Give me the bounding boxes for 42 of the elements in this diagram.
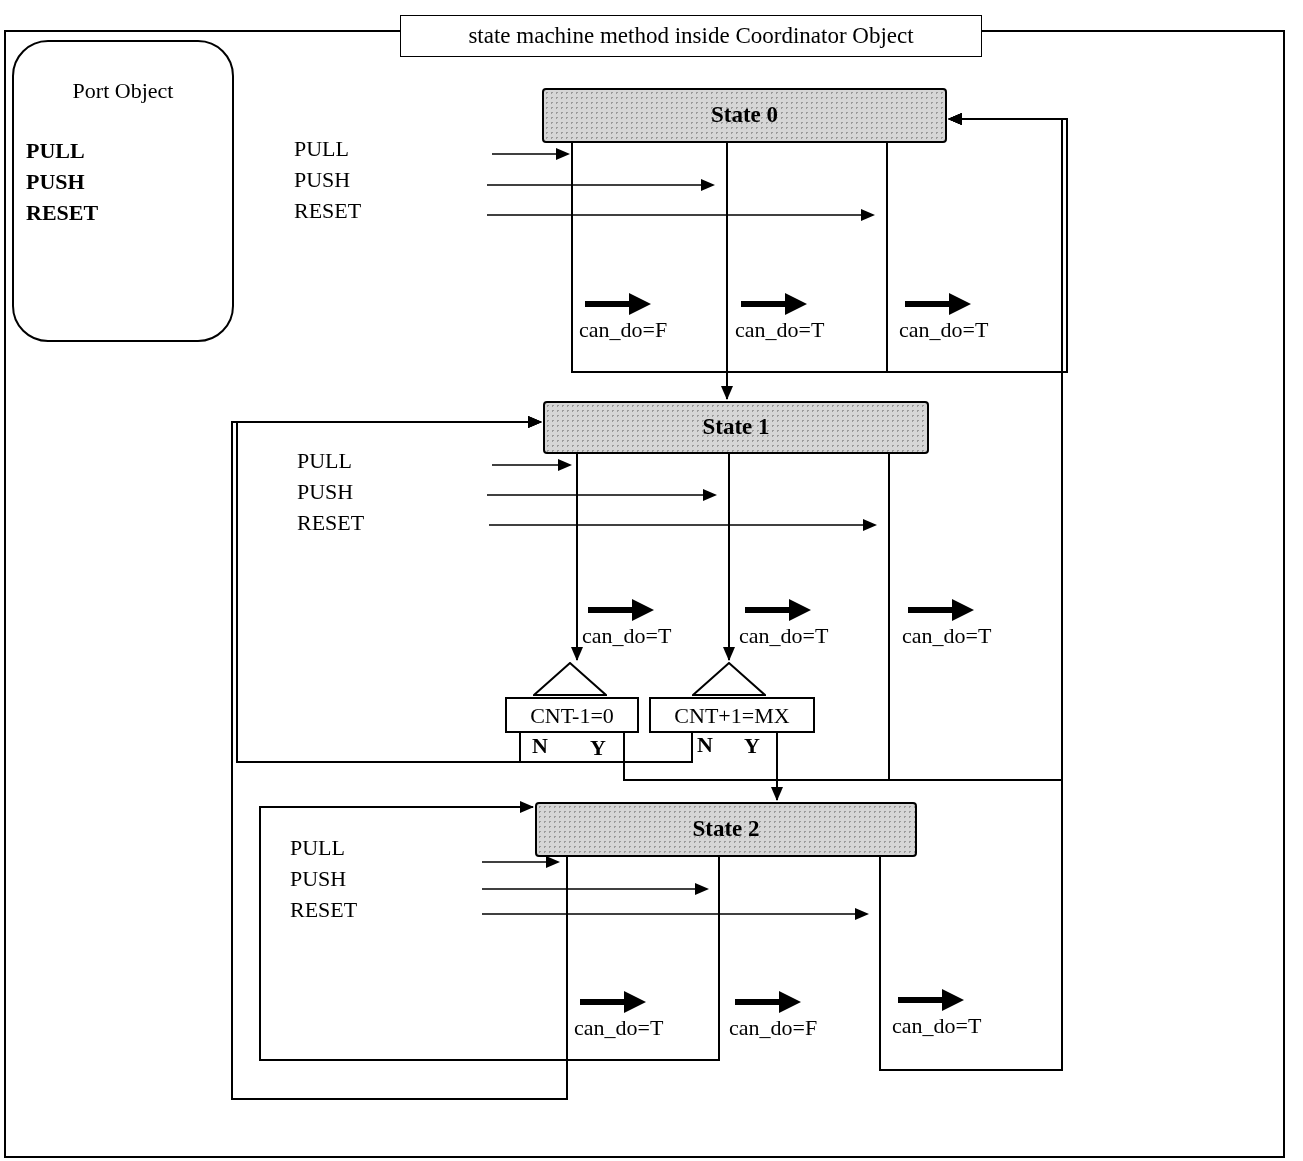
event-name: RESET bbox=[294, 198, 362, 223]
state-box: State 2 bbox=[535, 802, 917, 857]
edge-label: Y bbox=[590, 735, 606, 760]
connector-arrow bbox=[259, 801, 720, 1061]
event-name: PUSH bbox=[294, 167, 351, 192]
edge-label: can_do=T bbox=[892, 1013, 982, 1038]
edge-label: can_do=F bbox=[729, 1015, 818, 1040]
box-heading: Port Object bbox=[72, 78, 174, 103]
event-name: PULL bbox=[297, 448, 352, 473]
connector-arrow bbox=[879, 113, 1063, 1071]
frame-title: state machine method inside Coordinator Object bbox=[400, 15, 982, 57]
condition-text: CNT-1=0 bbox=[530, 701, 614, 730]
edge-label: Y bbox=[744, 733, 760, 758]
state-box: State 0 bbox=[542, 88, 947, 143]
edge-label: can_do=T bbox=[902, 623, 992, 648]
edge-label: can_do=T bbox=[899, 317, 989, 342]
event-name: RESET bbox=[297, 510, 365, 535]
state-box: State 1 bbox=[543, 401, 929, 454]
edge-label: N bbox=[697, 732, 713, 757]
event-name: PULL bbox=[294, 136, 349, 161]
event-name: PUSH bbox=[297, 479, 354, 504]
edge-label: N bbox=[532, 733, 548, 758]
connector-arrow bbox=[571, 453, 583, 661]
connector-arrow bbox=[721, 142, 733, 400]
connector-arrow bbox=[771, 732, 783, 801]
signal-name: PULL bbox=[26, 138, 85, 163]
event-name: RESET bbox=[290, 897, 358, 922]
edge-label: can_do=T bbox=[739, 623, 829, 648]
edge-label: can_do=T bbox=[574, 1015, 664, 1040]
edge-label: can_do=F bbox=[579, 317, 668, 342]
decision-drawing bbox=[649, 662, 815, 733]
edge-label: can_do=T bbox=[735, 317, 825, 342]
port-object-box bbox=[12, 40, 234, 342]
connector-arrow bbox=[723, 453, 735, 661]
signal-name: PUSH bbox=[26, 169, 85, 194]
event-name: PULL bbox=[290, 835, 345, 860]
event-name: PUSH bbox=[290, 866, 347, 891]
connector-arrow bbox=[231, 416, 568, 1100]
edge-label: can_do=T bbox=[582, 623, 672, 648]
signal-name: RESET bbox=[26, 200, 99, 225]
decision-drawing bbox=[505, 662, 639, 733]
condition-text: CNT+1=MX bbox=[674, 701, 790, 730]
